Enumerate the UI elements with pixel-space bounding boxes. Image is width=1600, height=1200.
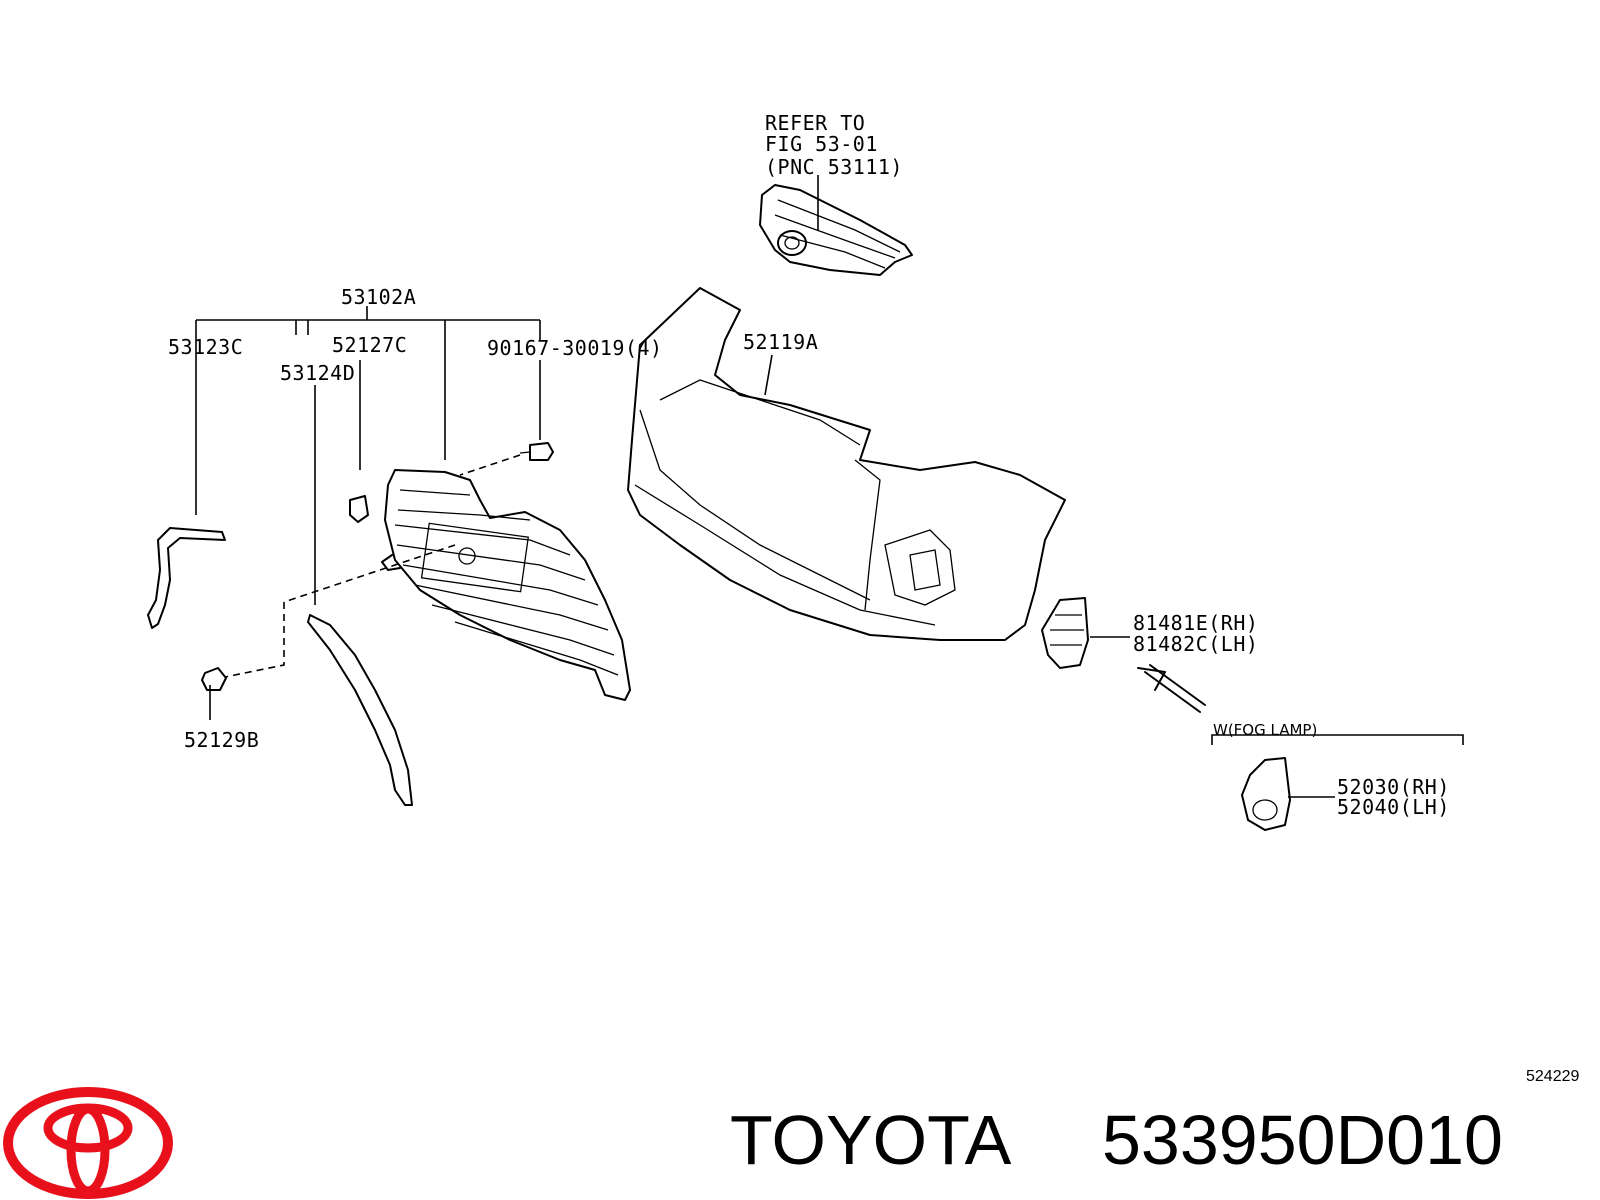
cap-52129b-part	[201, 667, 227, 691]
brand-name: TOYOTA	[730, 1101, 1012, 1179]
fog-lamp-label: W(FOG LAMP)	[1213, 721, 1318, 739]
part-label-53123c: 53123C	[168, 335, 244, 359]
part-label-81481e: 81481E(RH)	[1133, 611, 1259, 635]
toyota-logo-icon	[3, 1087, 173, 1199]
part-label-90167: 90167-30019(4)	[487, 336, 663, 360]
part-label-52030: 52030(RH)	[1337, 775, 1450, 799]
fog-bezel-52030-part	[1241, 757, 1291, 831]
upper-grille-part	[759, 184, 913, 276]
refer-pnc-label: (PNC 53111)	[765, 155, 903, 179]
arrow-icon	[1137, 664, 1206, 713]
refer-fig-label: FIG 53-01	[765, 132, 878, 156]
part-label-52119a: 52119A	[743, 330, 819, 354]
part-label-53102a: 53102A	[341, 285, 417, 309]
part-label-52129b: 52129B	[184, 728, 260, 752]
screw-90167-part	[519, 442, 554, 461]
bumper-52119a-part	[627, 287, 1066, 641]
strip-53124d-part	[307, 614, 413, 806]
part-label-81482c: 81482C(LH)	[1133, 632, 1259, 656]
lower-grille-part	[381, 469, 631, 701]
fog-cover-81481e-part	[1041, 597, 1089, 669]
figure-id: 524229	[1526, 1068, 1580, 1085]
part-label-53124d: 53124D	[280, 361, 356, 385]
refer-to-label: REFER TO	[765, 111, 866, 135]
molding-53123c-part	[147, 527, 226, 629]
part-label-52127c: 52127C	[332, 333, 408, 357]
part-label-52040: 52040(LH)	[1337, 795, 1450, 819]
clip-52127c-part	[349, 495, 369, 523]
part-number: 533950D010	[1102, 1101, 1503, 1179]
